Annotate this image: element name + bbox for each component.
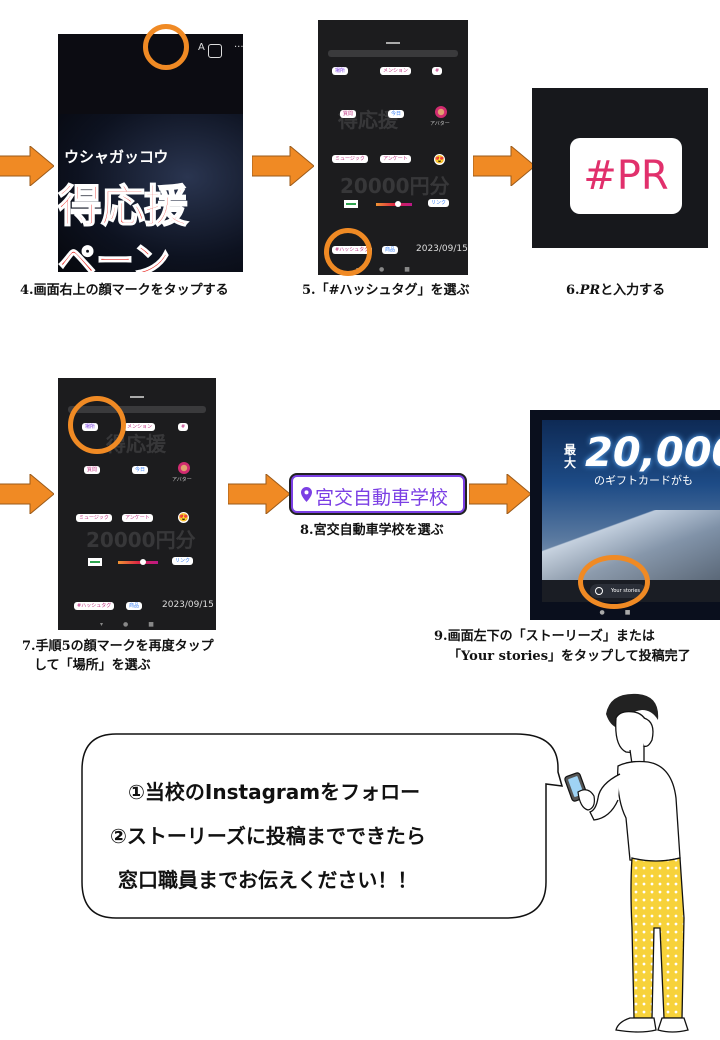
arrow-right-icon: [0, 146, 54, 186]
caption-step9-line2: 「Your stories」をタップして投稿完了: [448, 649, 691, 664]
screenshot-step6: #PR: [532, 88, 708, 248]
banner-amount: 20,000: [585, 430, 720, 476]
sticker-music[interactable]: ミュージック: [76, 514, 112, 522]
sticker-face-icon[interactable]: [208, 44, 222, 58]
sticker-today[interactable]: 今日: [132, 466, 149, 474]
sticker-music[interactable]: ミュージック: [332, 155, 368, 163]
bubble-line-3: 窓口職員までお伝えください！！: [118, 868, 418, 892]
sticker-avatar-icon[interactable]: [435, 106, 447, 118]
sticker-hashtag[interactable]: #ハッシュタグ: [74, 602, 115, 610]
sticker-link[interactable]: リンク: [172, 557, 194, 565]
caption-step9-line1: 9.画面左下の「ストーリーズ」または: [434, 629, 655, 644]
sticker-countdown-icon[interactable]: [344, 200, 358, 208]
arrow-right-icon: [228, 474, 290, 514]
arrow-right-icon: [252, 146, 314, 186]
screen-headline: 得応援: [58, 180, 189, 233]
sticker-slider-icon[interactable]: [376, 201, 412, 207]
date-text: 2023/09/15: [416, 244, 468, 254]
screenshot-step4: A ··· ウシャガッコウ 得応援 ペーン: [58, 34, 243, 272]
date-text: 2023/09/15: [162, 600, 214, 610]
sticker-mention[interactable]: メンション: [124, 423, 156, 431]
highlight-ring-your-stories: [578, 555, 650, 609]
top-label: A: [198, 42, 205, 53]
sticker-emoji-icon[interactable]: 😍: [178, 512, 189, 523]
arrow-right-icon: [469, 474, 531, 514]
caption-step5: 5.「#ハッシュタグ」を選ぶ: [302, 283, 470, 298]
caption-step6: 6.PRと入力する: [566, 283, 666, 298]
highlight-ring-location: [68, 396, 126, 454]
sticker-product[interactable]: 商品: [382, 246, 399, 254]
caption-step7-line1: 7.手順5の顔マークを再度タップ: [22, 639, 214, 654]
location-name: 宮交自動車学校: [315, 487, 449, 509]
bubble-text: ①当校のInstagramをフォロー ②ストーリーズに投稿までできたら 窓口職員…: [76, 732, 562, 922]
sticker-link[interactable]: リンク: [428, 199, 450, 207]
sticker-location[interactable]: 場所: [332, 67, 349, 75]
caption-step7-line2: して「場所」を選ぶ: [34, 658, 151, 673]
sticker-today[interactable]: 今日: [388, 110, 405, 118]
sticker-question[interactable]: 質問: [340, 110, 357, 118]
location-pin-icon: [301, 487, 312, 502]
bubble-line-1: ①当校のInstagramをフォロー: [128, 780, 421, 804]
sticker-countdown-icon[interactable]: [88, 558, 102, 566]
sticker-search-bar[interactable]: [68, 406, 206, 413]
sticker-search-bar[interactable]: [328, 50, 458, 57]
sticker-poll[interactable]: アンケート: [122, 514, 153, 522]
sticker-mention[interactable]: メンション: [380, 67, 412, 75]
sticker-emoji-icon[interactable]: 😍: [434, 154, 445, 165]
arrow-right-icon: [0, 474, 54, 514]
sticker-product[interactable]: 商品: [126, 602, 143, 610]
banner-max-label: 最大: [564, 443, 577, 470]
hashtag-pr-sticker: #PR: [570, 138, 682, 214]
sticker-hashtag-small[interactable]: #: [178, 423, 189, 431]
screen-kana-text: ウシャガッコウ: [64, 148, 169, 166]
highlight-ring-face: [143, 24, 189, 70]
sticker-question[interactable]: 質問: [84, 466, 101, 474]
banner-gift-text: のギフトカードがも: [594, 474, 693, 487]
highlight-ring-hashtag: [324, 228, 372, 276]
man-holding-phone-illustration: [564, 693, 689, 1033]
screen-headline-2: ペーン: [58, 238, 171, 272]
sticker-poll[interactable]: アンケート: [380, 155, 411, 163]
bubble-line-2: ②ストーリーズに投稿までできたら: [110, 824, 426, 848]
sticker-slider-icon[interactable]: [118, 559, 158, 565]
arrow-right-icon: [473, 146, 535, 186]
location-sticker: 宮交自動車学校: [291, 475, 465, 513]
more-options-icon[interactable]: ···: [234, 42, 243, 53]
sticker-hashtag-small[interactable]: #: [432, 67, 443, 75]
speech-bubble: [81, 733, 564, 919]
caption-step4: 4.画面右上の顔マークをタップする: [20, 283, 229, 298]
sticker-avatar-icon[interactable]: [178, 462, 190, 474]
caption-step8: 8.宮交自動車学校を選ぶ: [300, 523, 444, 538]
